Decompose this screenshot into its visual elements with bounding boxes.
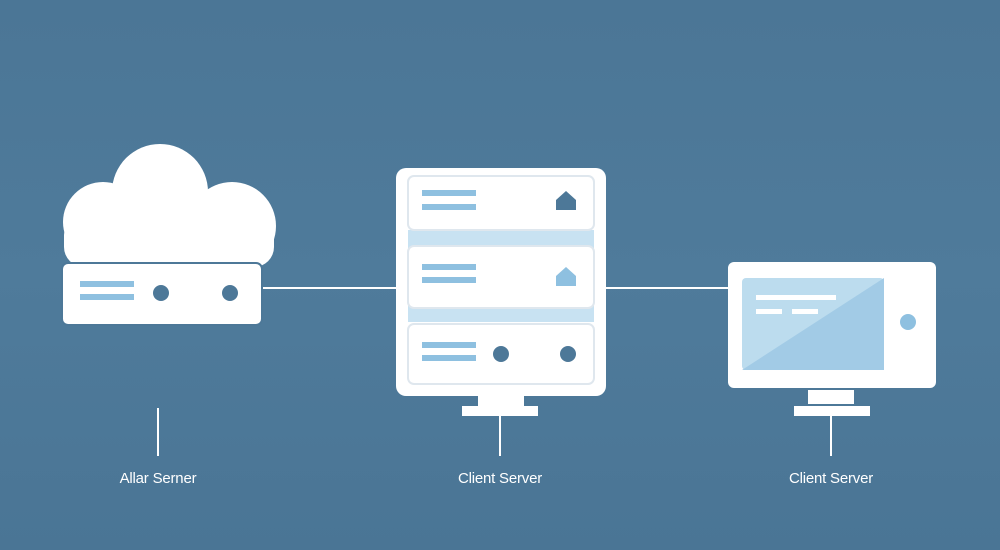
cloud-icon	[63, 144, 276, 270]
monitor-neck	[808, 390, 854, 404]
server-unit-icon	[61, 262, 263, 326]
monitor-base	[794, 406, 870, 416]
monitor-icon	[728, 262, 936, 456]
label-middle-server: Client Server	[457, 470, 543, 487]
rack-foot-neck	[478, 396, 524, 406]
cloud-server-node	[61, 144, 276, 456]
rack-unit-bottom	[407, 323, 595, 385]
rack-unit-top	[407, 175, 595, 231]
label-right-server: Client Server	[788, 470, 874, 487]
label-left-server: Allar Serner	[119, 470, 197, 487]
monitor-power-dot	[900, 314, 916, 330]
home-icon	[556, 191, 576, 210]
rack-unit-middle	[407, 245, 595, 309]
home-icon	[556, 267, 576, 286]
rack-foot-base	[462, 406, 538, 416]
server-rack-icon	[396, 168, 606, 456]
